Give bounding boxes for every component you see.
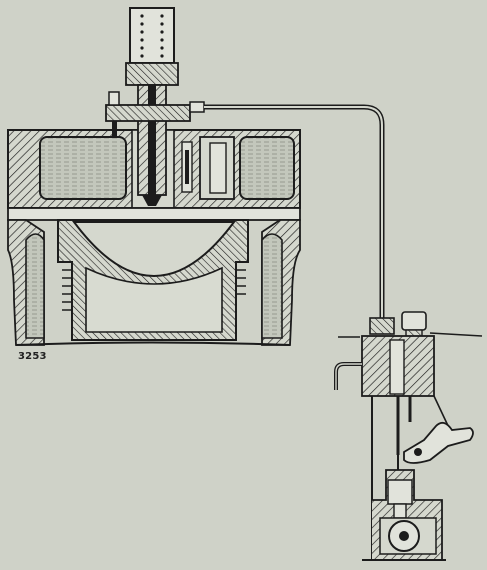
figure-number: 3253 bbox=[18, 351, 47, 362]
fuel-pipe bbox=[204, 104, 385, 320]
fuel-injector bbox=[105, 7, 205, 206]
piston-assembly bbox=[7, 207, 301, 346]
camshaft-housing bbox=[362, 469, 446, 561]
camshaft-center bbox=[399, 531, 409, 541]
pump-rocker-lever bbox=[397, 421, 474, 470]
spring-coils bbox=[140, 14, 164, 58]
